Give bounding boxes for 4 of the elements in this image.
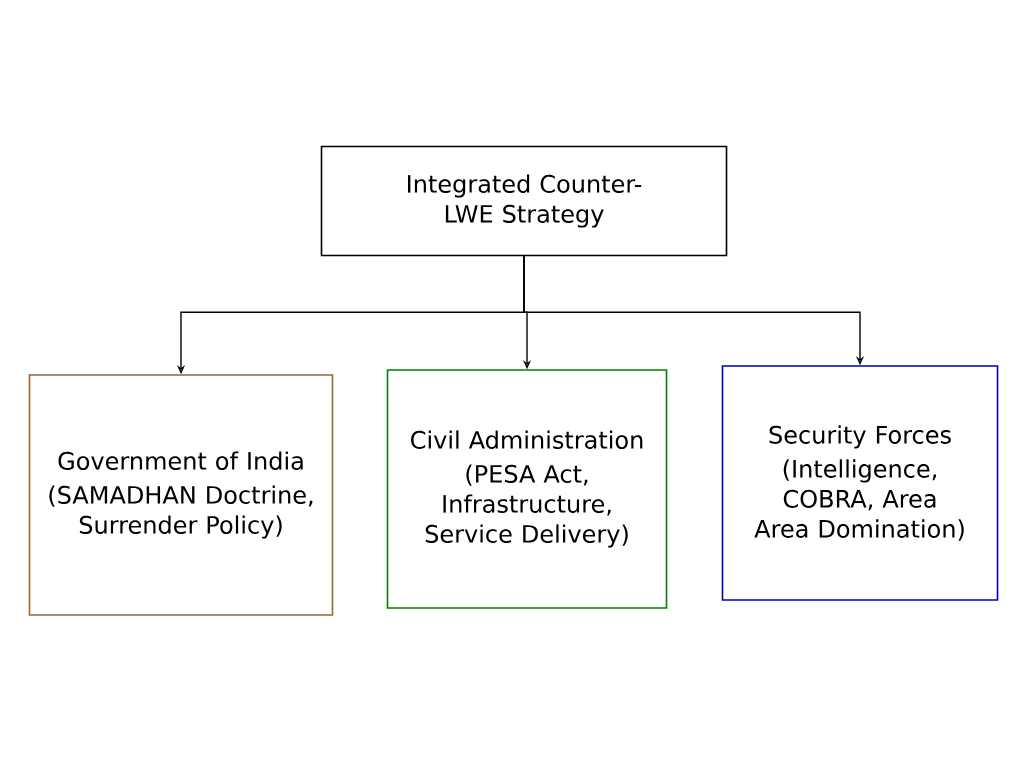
text-box: Integrated Counter-LWE Strategy: [320, 145, 728, 257]
text-box: Security Forces (Intelligence, COBRA, Area Area Domination): [721, 365, 999, 601]
text-box: Government of India (SAMADHAN Doctrine, Surrender Policy): [28, 374, 334, 616]
text-box: Civil Administration (PESA Act, Infrastructure, Service Delivery): [386, 369, 668, 609]
